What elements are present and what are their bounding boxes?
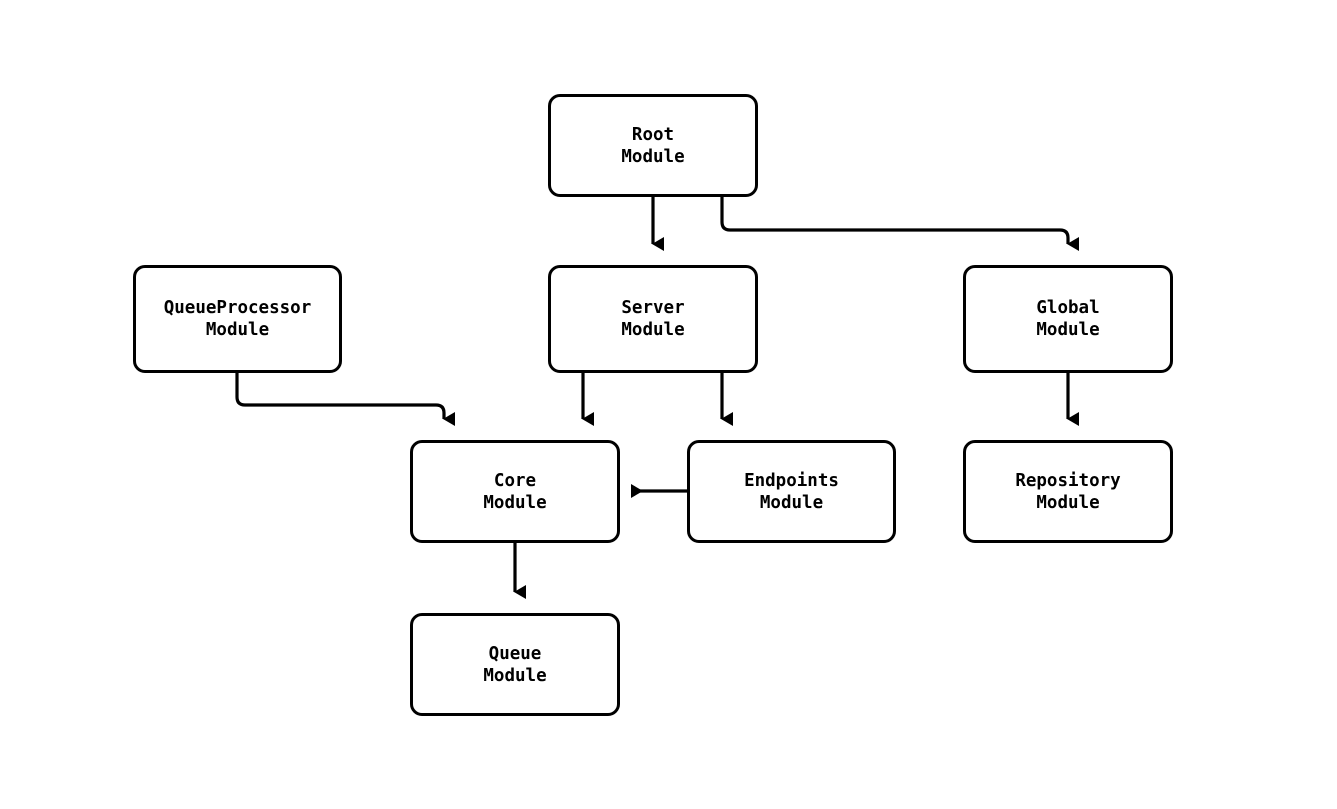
node-queue-module-line1: Queue xyxy=(488,643,542,664)
node-repository-module[interactable]: Repository Module xyxy=(963,440,1173,543)
node-queueprocessor-module-line1: QueueProcessor xyxy=(163,298,312,318)
node-queueprocessor-module[interactable]: QueueProcessor Module xyxy=(133,265,342,373)
node-root-module-line2: Module xyxy=(621,146,685,167)
node-server-module-line1: Server xyxy=(621,298,685,318)
edge-root-to-global xyxy=(720,197,1079,251)
node-queueprocessor-module-line2: Module xyxy=(205,320,270,340)
node-global-module-line2: Module xyxy=(1036,320,1100,340)
node-root-module[interactable]: Root Module xyxy=(548,94,758,197)
node-repository-module-line2: Module xyxy=(1036,492,1100,513)
node-endpoints-module[interactable]: Endpoints Module xyxy=(687,440,896,543)
node-server-module[interactable]: Server Module xyxy=(548,265,758,373)
node-global-module-line1: Global xyxy=(1036,298,1100,318)
edge-queueprocessor-to-core xyxy=(235,373,455,426)
node-queue-module[interactable]: Queue Module xyxy=(410,613,620,716)
node-repository-module-line1: Repository xyxy=(1015,470,1121,491)
node-core-module-line2: Module xyxy=(483,492,547,513)
node-server-module-line2: Module xyxy=(621,320,685,340)
node-endpoints-module-line2: Module xyxy=(759,492,824,513)
node-root-module-line1: Root xyxy=(631,124,675,145)
node-global-module[interactable]: Global Module xyxy=(963,265,1173,373)
node-core-module-line1: Core xyxy=(493,470,537,491)
node-core-module[interactable]: Core Module xyxy=(410,440,620,543)
node-queue-module-line2: Module xyxy=(483,665,547,686)
node-endpoints-module-line1: Endpoints xyxy=(744,470,839,491)
